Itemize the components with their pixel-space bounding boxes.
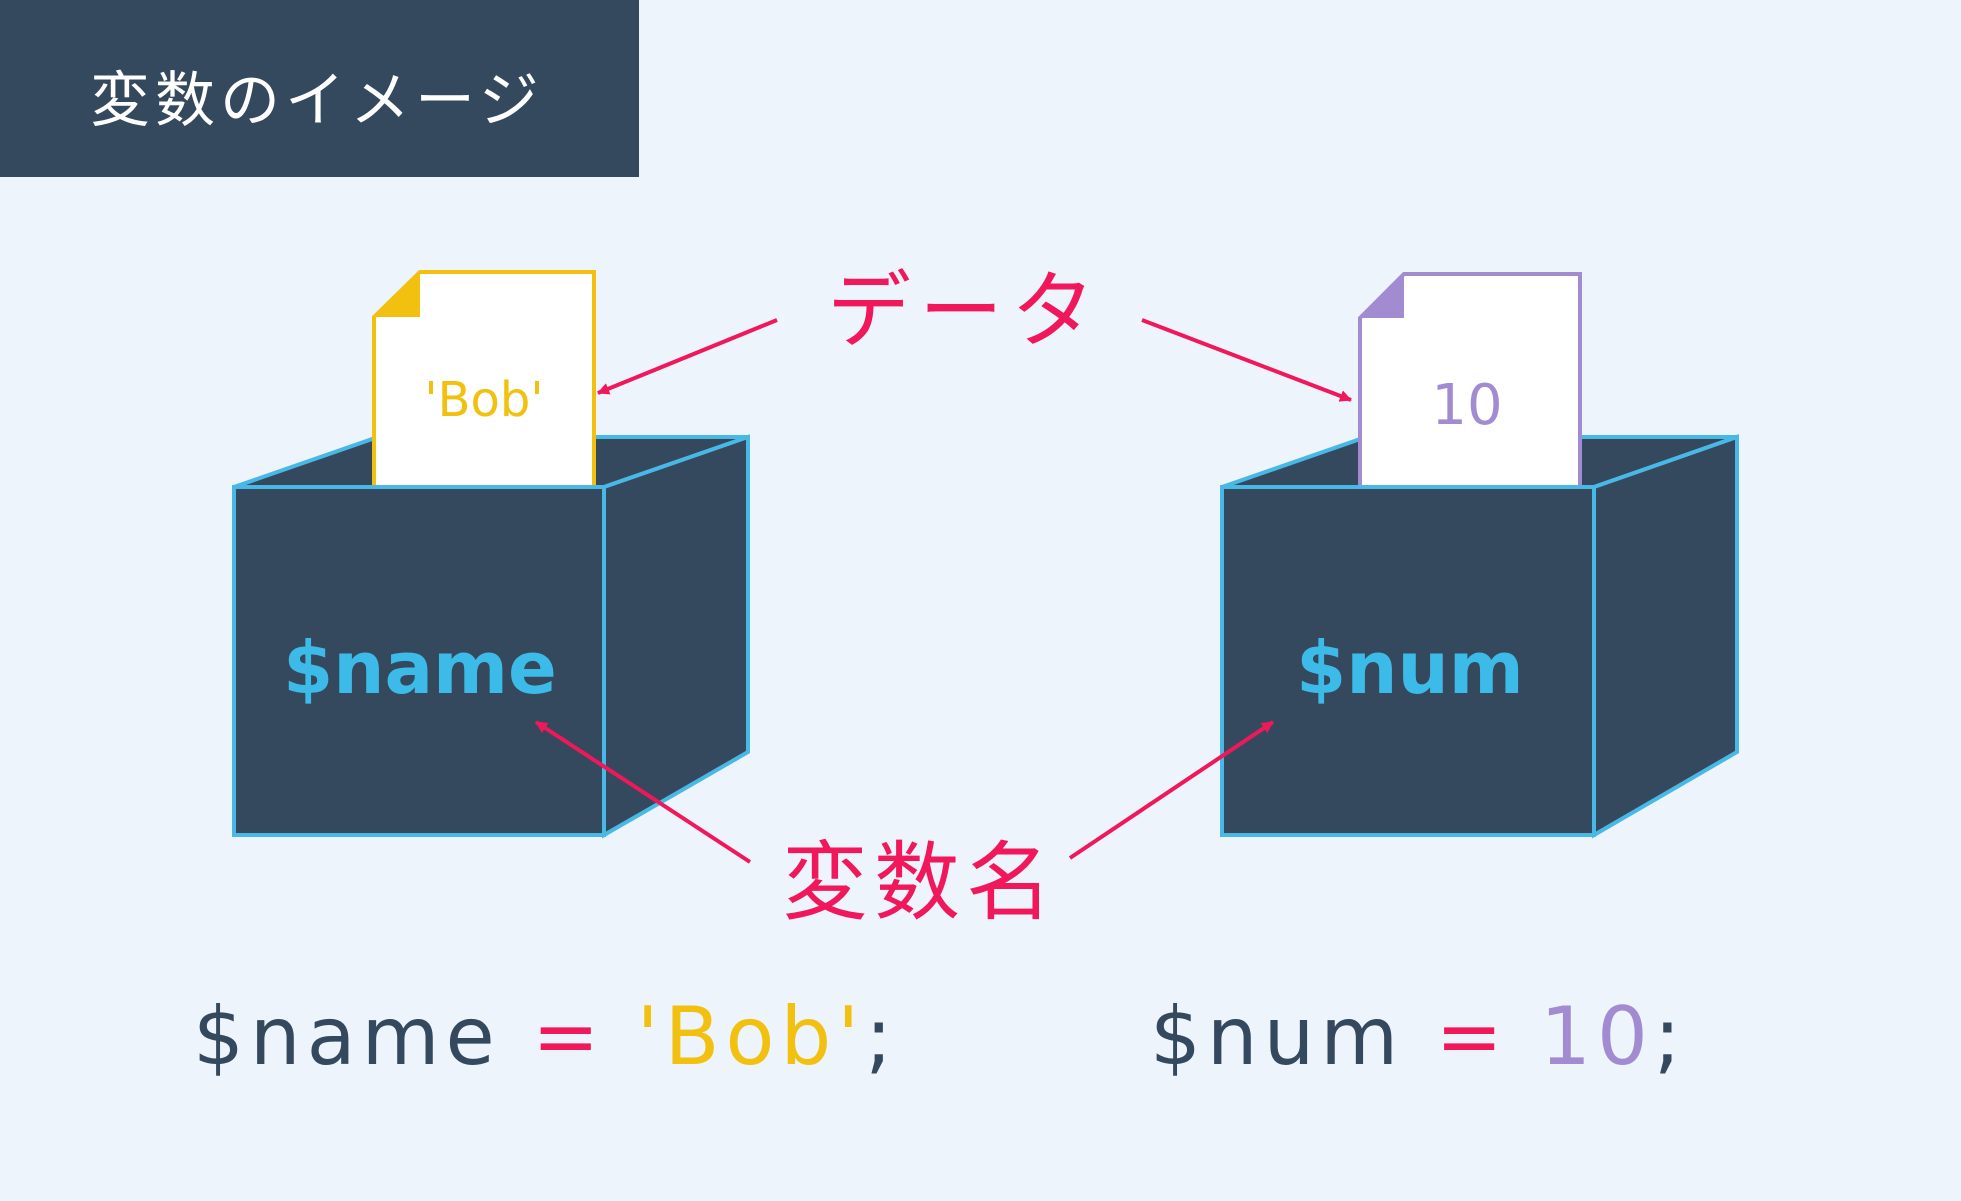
- box-num-front-face: [1220, 485, 1596, 837]
- code-variable: $name: [193, 990, 501, 1083]
- code-terminator: ;: [865, 990, 899, 1083]
- data-label: データ: [827, 262, 1103, 360]
- paper-string: 'Bob': [372, 270, 596, 489]
- code-statement-name: $name = 'Bob';: [193, 990, 898, 1083]
- variable-label-name: $name: [283, 626, 557, 710]
- box-name-side-face: [602, 434, 750, 839]
- code-operator: =: [1404, 990, 1541, 1083]
- arrow-data-to-string: [597, 318, 778, 395]
- code-value-number: 10: [1540, 990, 1654, 1083]
- variable-label-num: $num: [1296, 626, 1524, 710]
- paper-value-string: 'Bob': [424, 372, 543, 428]
- arrow-varname-to-name: [534, 720, 752, 864]
- code-variable: $num: [1150, 990, 1405, 1083]
- variable-box-num: 10 $num: [1220, 272, 1739, 839]
- code-operator: =: [500, 990, 637, 1083]
- page-title: 変数のイメージ: [90, 66, 544, 136]
- code-value-string: 'Bob': [636, 990, 866, 1083]
- title-banner: 変数のイメージ: [0, 0, 639, 177]
- paper-number: 10: [1358, 272, 1582, 489]
- code-terminator: ;: [1653, 990, 1687, 1083]
- variable-name-label: 変数名: [782, 833, 1058, 933]
- box-name-front-face: [232, 485, 606, 837]
- paper-value-number: 10: [1431, 373, 1502, 438]
- arrow-varname-to-num: [1068, 720, 1275, 860]
- code-statement-num: $num = 10;: [1150, 990, 1687, 1083]
- arrow-data-to-number: [1141, 318, 1352, 402]
- box-num-side-face: [1592, 434, 1739, 839]
- variable-box-name: 'Bob' $name: [232, 270, 750, 839]
